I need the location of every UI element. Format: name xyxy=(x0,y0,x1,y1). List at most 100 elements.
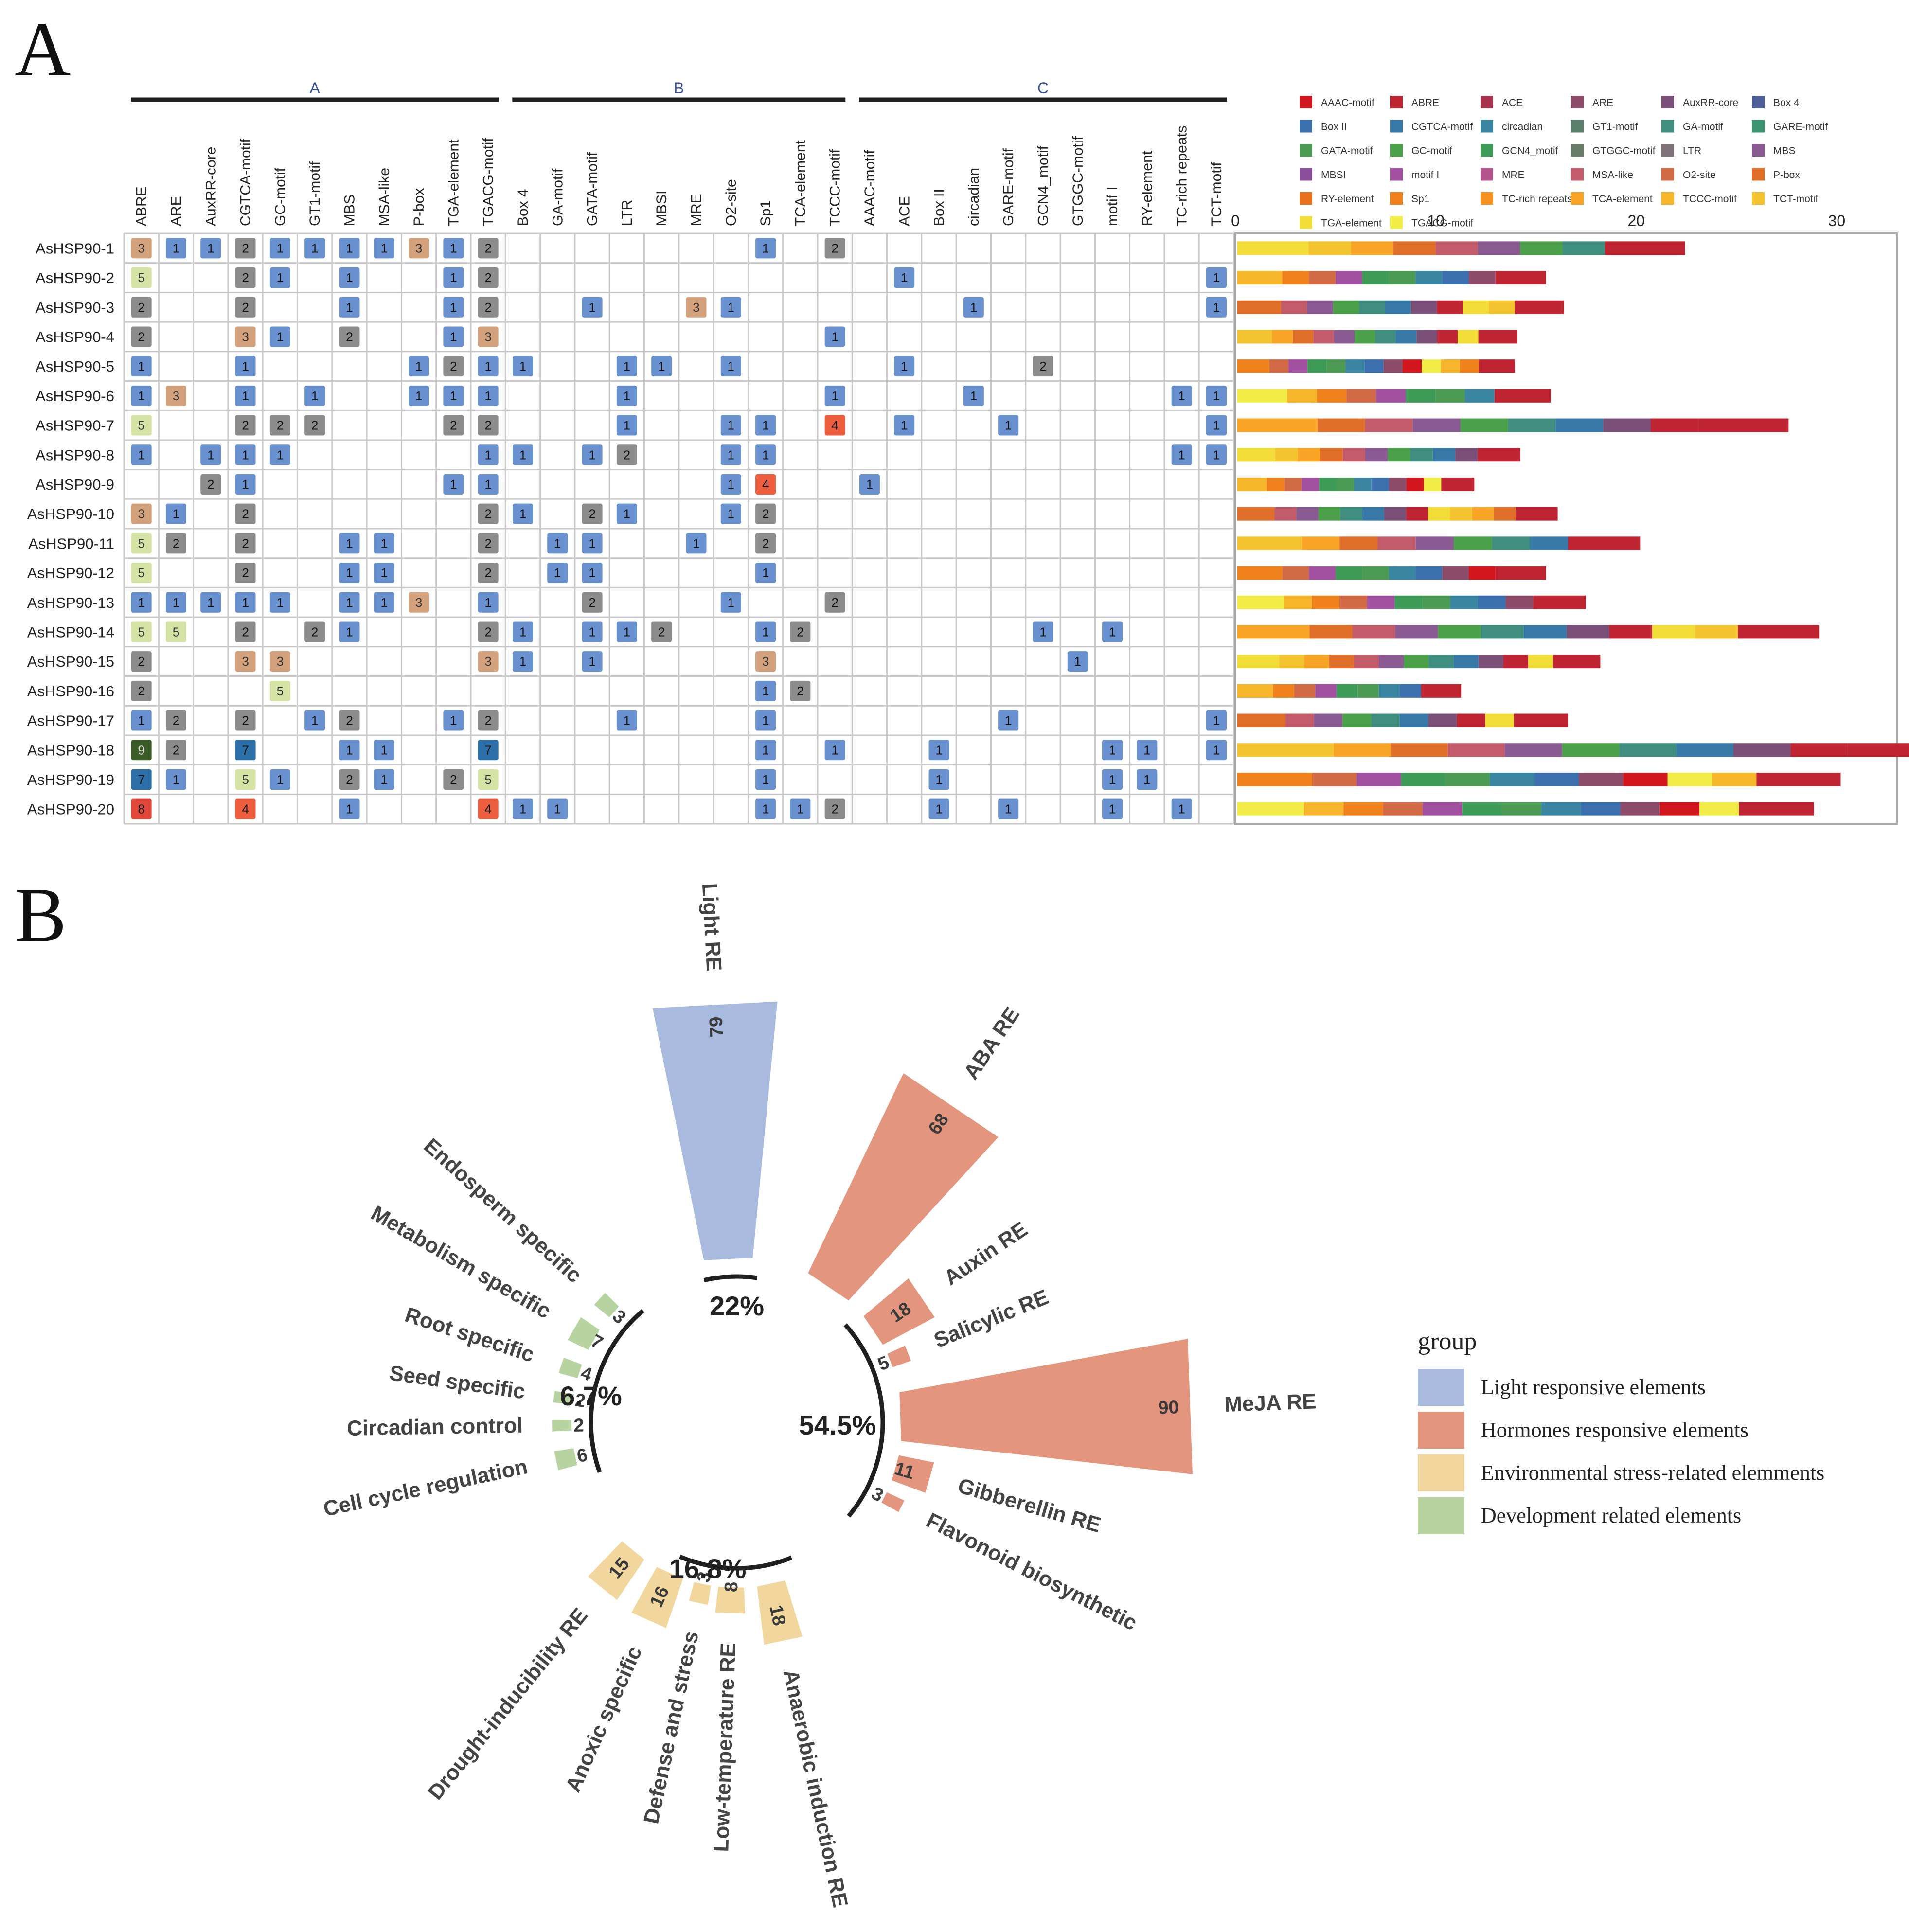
cell-value: 1 xyxy=(1178,389,1185,403)
bar-segment xyxy=(1375,330,1396,344)
column-label: TGA-element xyxy=(446,139,462,226)
heatmap-cell xyxy=(755,238,776,259)
bar-segment xyxy=(1609,625,1653,639)
bar-segment xyxy=(1309,271,1336,285)
legend-label: GATA-motif xyxy=(1321,145,1373,157)
bar-segment xyxy=(1281,300,1307,314)
cell-value: 1 xyxy=(242,595,249,610)
column-label: GT1-motif xyxy=(307,161,323,226)
heatmap-cell xyxy=(235,740,256,761)
heatmap-cell xyxy=(269,651,290,672)
cell-value: 3 xyxy=(138,507,144,521)
gene-label: AsHSP90-5 xyxy=(36,358,114,375)
cell-value: 8 xyxy=(138,802,144,816)
heatmap-cell xyxy=(339,710,360,731)
heatmap-cell xyxy=(512,503,533,524)
cell-value: 5 xyxy=(138,418,144,433)
heatmap-cell xyxy=(1102,769,1123,790)
heatmap-cell xyxy=(998,415,1019,436)
cell-value: 1 xyxy=(242,389,249,403)
bar-segment xyxy=(1364,359,1384,373)
cell-value: 2 xyxy=(242,241,249,255)
heatmap-cell xyxy=(131,563,152,584)
bar-segment xyxy=(1620,802,1660,816)
cell-value: 5 xyxy=(138,536,144,550)
heatmap-cell xyxy=(824,238,845,259)
heatmap-cell xyxy=(269,326,290,347)
heatmap-cell xyxy=(131,238,152,259)
cell-value: 1 xyxy=(970,389,977,403)
heatmap-cell xyxy=(616,621,637,642)
bar-value-label: 2 xyxy=(573,1415,584,1436)
legend-swatch xyxy=(1418,1497,1464,1534)
x-tick-label: 20 xyxy=(1627,212,1645,230)
bar-segment xyxy=(1442,566,1469,580)
heatmap-cell xyxy=(339,563,360,584)
bar-segment xyxy=(1389,566,1416,580)
bar-segment xyxy=(1237,713,1285,727)
bar-segment xyxy=(1384,507,1407,521)
legend-swatch xyxy=(1752,96,1765,108)
bar-segment xyxy=(1320,448,1343,462)
bar-segment xyxy=(1541,802,1581,816)
heatmap-cell xyxy=(339,267,360,288)
bar-value-label: 18 xyxy=(765,1603,789,1628)
heatmap-cell xyxy=(339,621,360,642)
cell-value: 1 xyxy=(589,624,595,639)
bar-segment xyxy=(1339,536,1378,550)
bar-segment xyxy=(1339,595,1367,609)
cell-value: 1 xyxy=(762,624,769,639)
bar-segment xyxy=(1237,477,1267,491)
heatmap-cell xyxy=(131,680,152,701)
cell-value: 1 xyxy=(831,389,838,403)
bar-segment xyxy=(1237,359,1269,373)
cell-value: 1 xyxy=(484,477,491,492)
heatmap-cell xyxy=(512,651,533,672)
cell-value: 1 xyxy=(346,566,353,580)
bar-segment xyxy=(1463,300,1489,314)
heatmap-cell xyxy=(409,592,429,613)
category-label: Circadian control xyxy=(347,1414,523,1440)
heatmap-cell xyxy=(478,740,499,761)
heatmap-cell xyxy=(616,385,637,406)
heatmap-cell xyxy=(478,356,499,377)
heatmap-cell xyxy=(443,415,464,436)
bar-segment xyxy=(1516,507,1558,521)
cell-value: 1 xyxy=(1213,389,1220,403)
heatmap-cell xyxy=(235,798,256,819)
heatmap-cell xyxy=(269,592,290,613)
heatmap-cell xyxy=(790,680,811,701)
bar-segment xyxy=(1422,802,1463,816)
column-label: TGACG-motif xyxy=(481,138,497,226)
bar-segment xyxy=(1371,713,1400,727)
cell-value: 1 xyxy=(415,389,422,403)
bar-segment xyxy=(1357,684,1379,698)
polar-bar xyxy=(757,1580,803,1645)
legend-swatch xyxy=(1390,120,1403,133)
heatmap-cell xyxy=(547,533,568,554)
heatmap-cell xyxy=(478,444,499,465)
heatmap-cell xyxy=(755,651,776,672)
heatmap-cell xyxy=(131,503,152,524)
cell-value: 1 xyxy=(1213,270,1220,285)
legend-swatch xyxy=(1418,1369,1464,1406)
cell-value: 1 xyxy=(762,418,769,433)
cell-value: 2 xyxy=(242,536,249,550)
column-label: GA-motif xyxy=(550,168,566,226)
bar-segment xyxy=(1237,389,1287,403)
cell-value: 1 xyxy=(346,624,353,639)
bar-segment xyxy=(1383,359,1403,373)
heatmap-cell xyxy=(374,563,394,584)
bar-segment xyxy=(1676,743,1733,757)
bar-segment xyxy=(1733,743,1791,757)
cell-value: 1 xyxy=(138,447,144,462)
legend-label: O2-site xyxy=(1683,170,1716,181)
cell-value: 2 xyxy=(484,507,491,521)
legend-swatch xyxy=(1418,1412,1464,1449)
heatmap-cell xyxy=(1206,444,1227,465)
bar-segment xyxy=(1389,271,1416,285)
bar-value-label: 90 xyxy=(1158,1397,1179,1418)
legend-label: MSA-like xyxy=(1592,170,1633,181)
legend-swatch xyxy=(1390,144,1403,157)
bar-segment xyxy=(1354,655,1379,669)
